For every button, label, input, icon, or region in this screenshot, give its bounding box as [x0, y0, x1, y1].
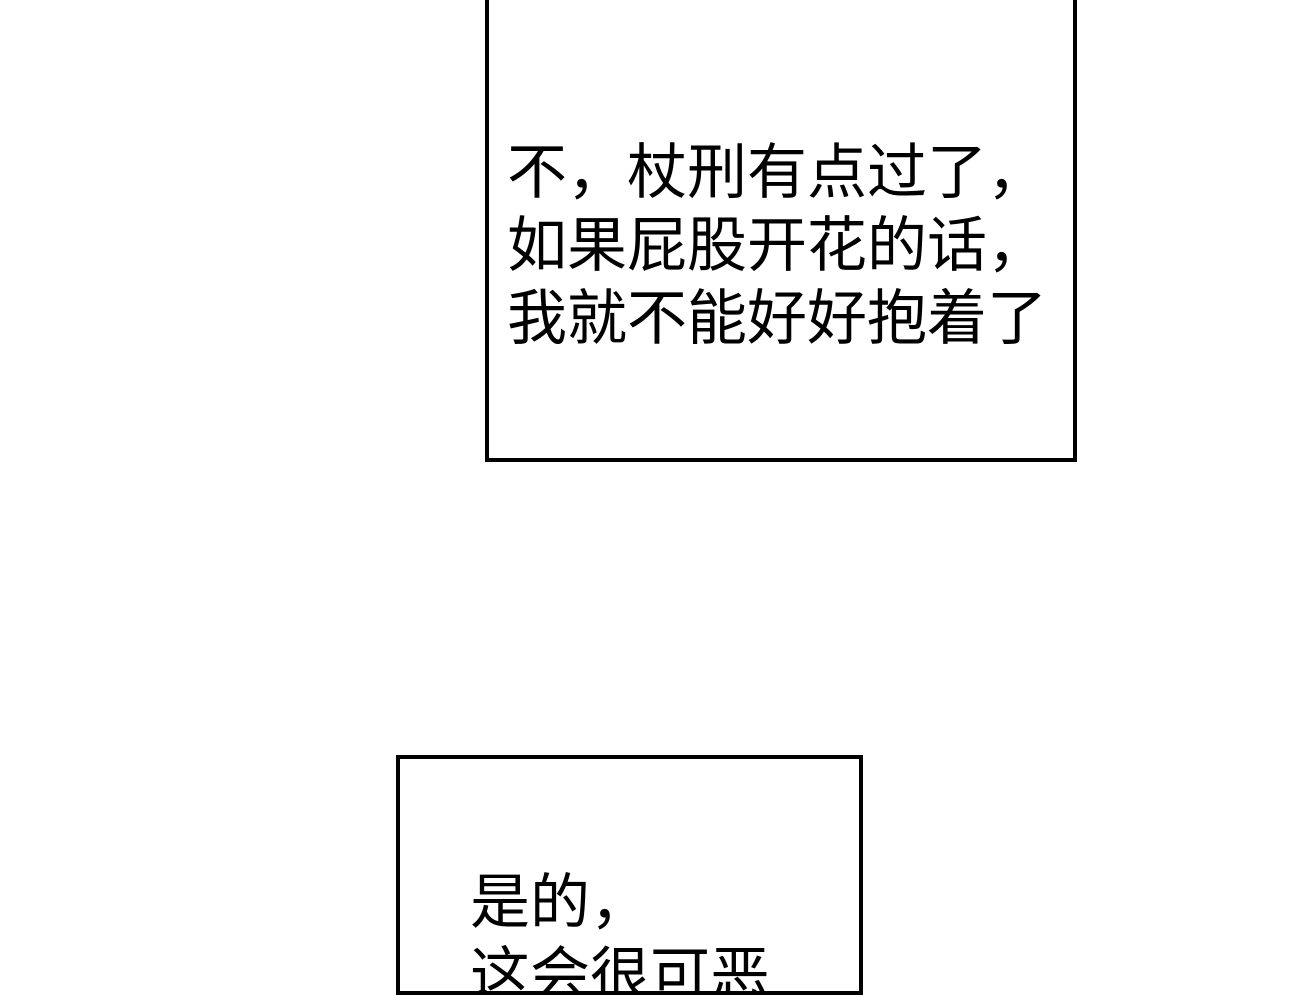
caption-bottom: 是的， 这会很可恶 — [470, 867, 770, 995]
caption-line: 如果屁股开花的话， — [507, 211, 1047, 281]
caption-line: 我就不能好好抱着了 — [507, 284, 1047, 354]
caption-line: 是的， — [470, 868, 650, 938]
caption-line: 不，杖刑有点过了， — [507, 138, 1047, 208]
speech-box-bottom: 是的， 这会很可恶 — [396, 755, 863, 995]
caption-top: 不，杖刑有点过了， 如果屁股开花的话， 我就不能好好抱着了 — [507, 137, 1047, 356]
speech-box-top: 不，杖刑有点过了， 如果屁股开花的话， 我就不能好好抱着了 — [485, 0, 1077, 462]
caption-line: 这会很可恶 — [470, 941, 770, 995]
